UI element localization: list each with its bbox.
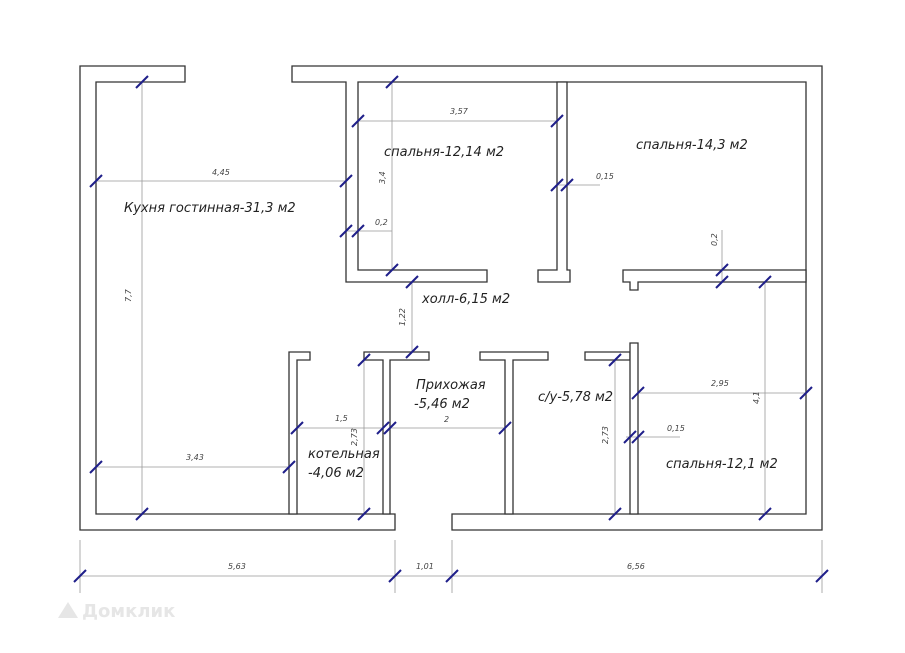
- dimension-tick: [135, 75, 149, 89]
- room-hall: холл-6,15 м2: [421, 292, 510, 307]
- dimension-tick: [715, 263, 729, 277]
- dimension-tick: [498, 421, 512, 435]
- dimension-tick: [351, 224, 365, 238]
- dim-4-45: 4,45: [212, 168, 230, 177]
- dimension-tick: [631, 430, 645, 444]
- dimension-tick: [282, 460, 296, 474]
- wall-boiler-left: [288, 351, 311, 515]
- dimension-tick: [376, 421, 390, 435]
- room-bathroom: с/у-5,78 м2: [538, 390, 613, 405]
- dim-3-57: 3,57: [450, 107, 469, 116]
- room-kitchen-living: Кухня гостинная-31,3 м2: [124, 201, 296, 216]
- dimension-tick: [351, 114, 365, 128]
- dimension-tick: [560, 178, 574, 192]
- dimension-tick: [357, 353, 371, 367]
- wall-bedroom2-bottom: [622, 269, 807, 291]
- room-boiler-area: -4,06 м2: [308, 466, 364, 481]
- room-bedroom-2: спальня-14,3 м2: [636, 138, 748, 153]
- dimension-labels: 4,45 7,7 3,43 3,57 3,4 0,2 0,15 0,2 1,22…: [124, 107, 761, 571]
- dim-0-2-a: 0,2: [375, 218, 388, 227]
- dimension-tick: [135, 507, 149, 521]
- dimension-tick: [290, 421, 304, 435]
- wall-bathroom-left: [479, 351, 549, 515]
- room-boiler-name: котельная: [308, 447, 380, 462]
- dim-3-4: 3,4: [378, 171, 387, 184]
- room-entry-name: Прихожая: [416, 378, 486, 393]
- dimension-tick: [89, 174, 103, 188]
- dim-1-22: 1,22: [398, 308, 407, 326]
- dim-1-5: 1,5: [335, 414, 348, 423]
- room-bedroom-3: спальня-12,1 м2: [666, 457, 778, 472]
- dimension-tick: [357, 507, 371, 521]
- dimension-tick: [385, 75, 399, 89]
- wall-boiler-right: [363, 351, 430, 515]
- dimension-ticks: [73, 75, 829, 583]
- dimension-tick: [339, 174, 353, 188]
- watermark-text: Домклик: [82, 601, 175, 622]
- outer-wall-left: [79, 65, 396, 531]
- dim-2-73-b: 2,73: [350, 428, 359, 446]
- room-entry-area: -5,46 м2: [414, 397, 470, 412]
- dim-7-7: 7,7: [124, 288, 133, 302]
- dimension-tick: [758, 275, 772, 289]
- dimension-tick: [339, 224, 353, 238]
- wall-bedroom-divider: [537, 81, 571, 283]
- walls: [79, 65, 823, 531]
- dimension-tick: [385, 263, 399, 277]
- dimension-tick: [405, 275, 419, 289]
- dim-6-56: 6,56: [627, 562, 645, 571]
- dimension-tick: [445, 569, 459, 583]
- dimension-tick: [799, 386, 813, 400]
- dimension-tick: [550, 114, 564, 128]
- dimension-tick: [758, 507, 772, 521]
- dim-2-95: 2,95: [711, 379, 729, 388]
- dim-2: 2: [444, 415, 449, 424]
- dim-4-1: 4,1: [752, 391, 761, 404]
- room-labels: Кухня гостинная-31,3 м2 спальня-12,14 м2…: [124, 138, 778, 481]
- dimension-tick: [815, 569, 829, 583]
- dimension-tick: [550, 178, 564, 192]
- dim-5-63: 5,63: [228, 562, 246, 571]
- dimension-tick: [73, 569, 87, 583]
- dimension-tick: [405, 345, 419, 359]
- dimension-tick: [715, 275, 729, 289]
- house-logo-icon: [58, 602, 78, 618]
- dimension-tick: [388, 569, 402, 583]
- dimension-lines: [79, 82, 823, 593]
- room-bedroom-1: спальня-12,14 м2: [384, 145, 504, 160]
- wall-bathroom-stub: [584, 351, 631, 361]
- dimension-tick: [608, 507, 622, 521]
- dim-0-15-a: 0,15: [596, 172, 614, 181]
- dim-3-43: 3,43: [186, 453, 204, 462]
- dim-1-01: 1,01: [416, 562, 434, 571]
- dim-0-2-b: 0,2: [710, 233, 719, 246]
- dimension-tick: [631, 386, 645, 400]
- dimension-tick: [608, 353, 622, 367]
- dimension-tick: [623, 430, 637, 444]
- wall-bathroom-right: [629, 342, 639, 515]
- dimension-tick: [89, 460, 103, 474]
- domclick-watermark: Домклик: [58, 601, 175, 622]
- outer-wall-right: [291, 65, 823, 531]
- dim-2-73-a: 2,73: [601, 426, 610, 444]
- dim-0-15-b: 0,15: [667, 424, 685, 433]
- dimension-tick: [383, 421, 397, 435]
